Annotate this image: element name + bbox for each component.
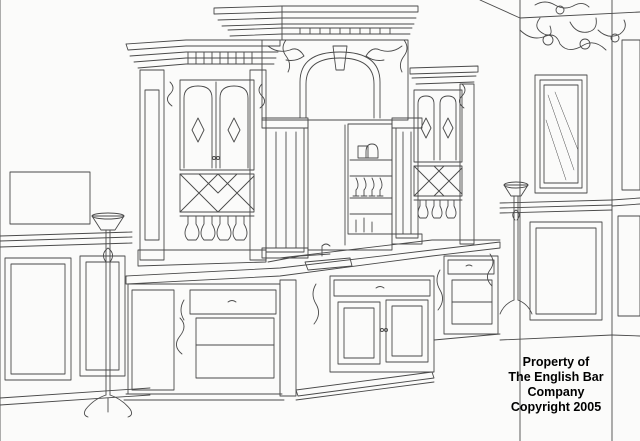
- watermark-line-2: The English Bar: [508, 370, 604, 384]
- left-upper-cabinet: [125, 39, 281, 267]
- left-wainscot-panels: [4, 171, 126, 381]
- top-crown-molding: [213, 5, 419, 41]
- counter-top: [125, 239, 501, 285]
- left-torchiere-lamp: [83, 212, 133, 418]
- central-columns: [261, 117, 423, 259]
- right-upper-cabinet: [409, 65, 479, 245]
- center-base-cabinet: [279, 269, 443, 401]
- right-wall-mirror: [534, 74, 588, 194]
- central-arch: [261, 39, 409, 121]
- right-torchiere-lamp: [499, 181, 533, 315]
- right-base-cabinet: [433, 253, 501, 341]
- center-mirror-shelves: [307, 119, 393, 251]
- copyright-watermark: Property of The English Bar Company Copy…: [474, 355, 638, 415]
- watermark-line-3: Company: [527, 385, 585, 399]
- watermark-line-4: Copyright 2005: [510, 400, 602, 414]
- left-base-cabinet: [123, 283, 285, 401]
- chandelier: [519, 1, 626, 51]
- watermark-line-1: Property of: [522, 355, 590, 369]
- right-wainscot-panels: [529, 39, 640, 321]
